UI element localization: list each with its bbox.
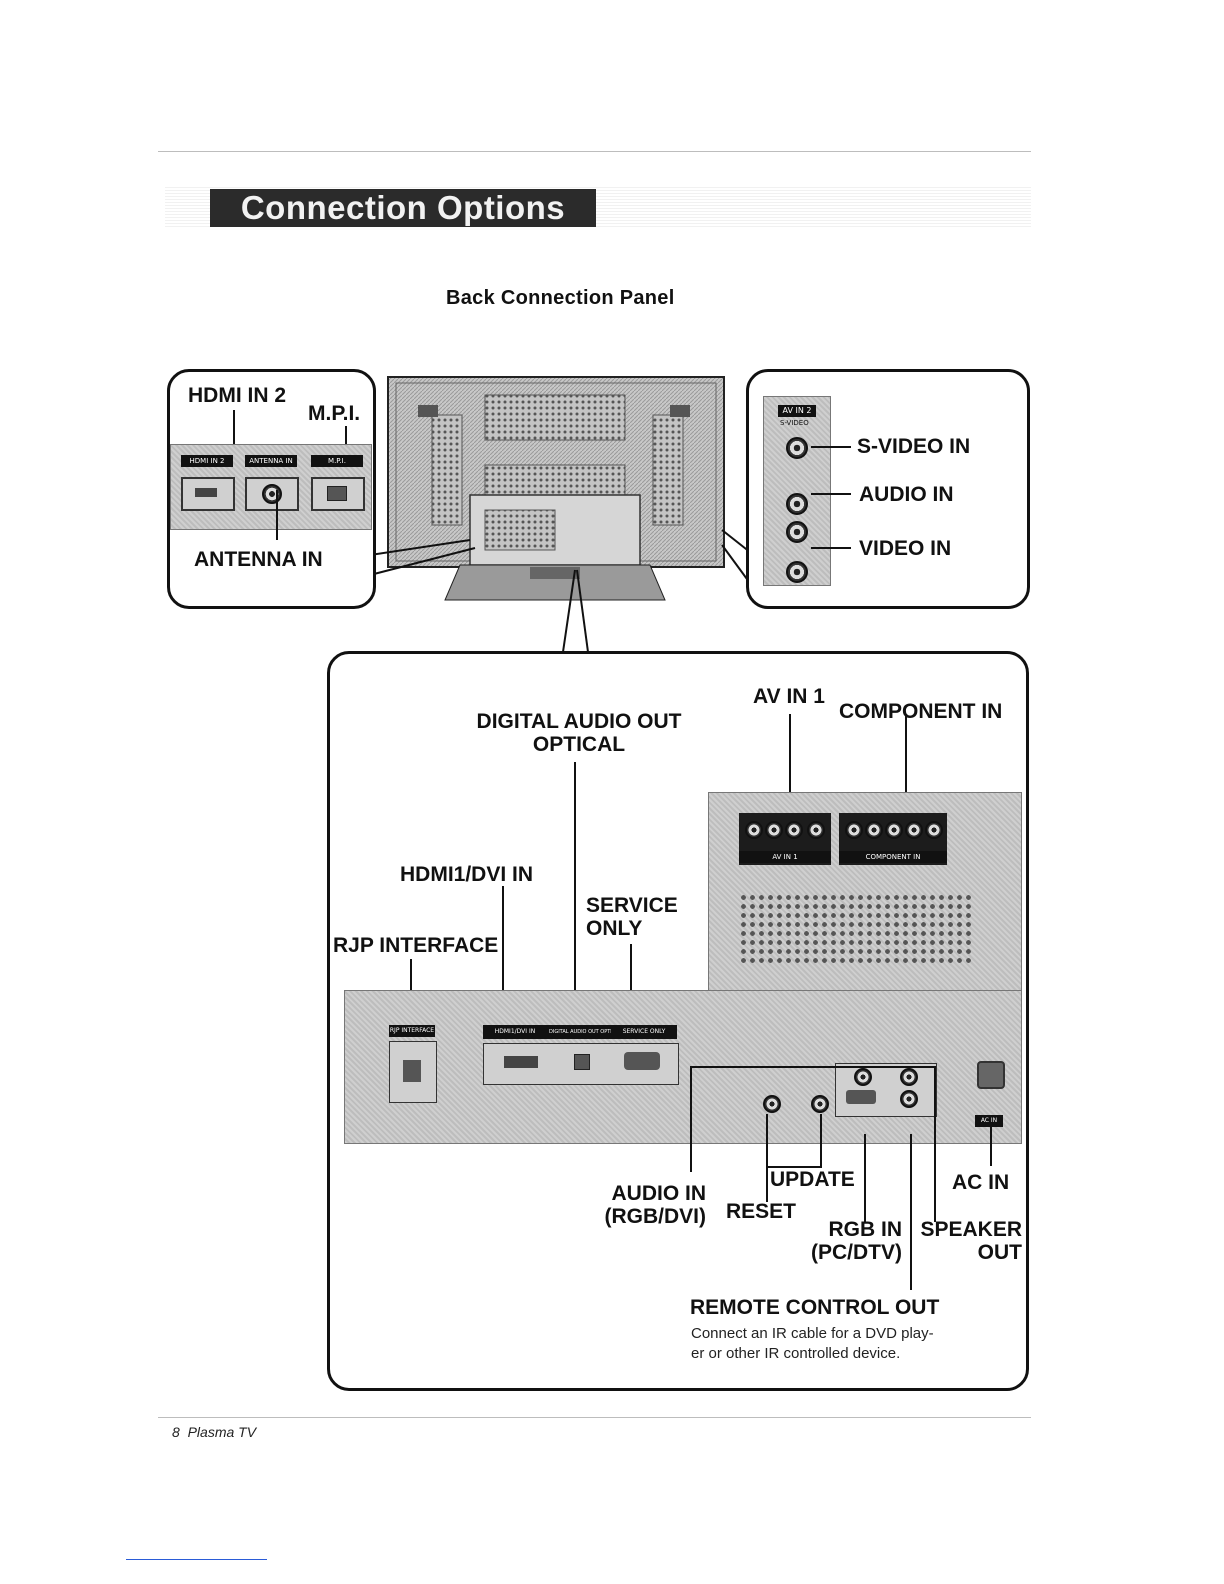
hdmi-optical-service-header: HDMI1/DVI IN DIGITAL AUDIO OUT OPTICAL S…: [483, 1025, 677, 1039]
mpi-label: M.P.I.: [308, 402, 361, 425]
remote-control-pointer: [910, 1134, 912, 1290]
svideo-pointer: [811, 446, 851, 448]
remote-control-note: Connect an IR cable for a DVD play- er o…: [691, 1324, 934, 1364]
update-horizontal: [766, 1166, 822, 1168]
update-pointer: [820, 1114, 822, 1166]
av-in-2-tag: AV IN 2: [778, 405, 816, 417]
av-in-1-pointer: [789, 714, 791, 811]
tv-back-illustration: [387, 376, 725, 601]
service-only-line2: ONLY: [586, 917, 643, 940]
rjp-port: [389, 1041, 437, 1103]
rgb-audio-speaker-block: [835, 1063, 937, 1117]
rgb-in-line2: (PC/DTV): [811, 1241, 902, 1264]
service-only-line1: SERVICE: [586, 894, 678, 917]
audio-in-rgb-line2: (RGB/DVI): [604, 1205, 707, 1228]
svideo-jack: [786, 437, 808, 459]
lower-jack-panel: RJP INTERFACE HDMI1/DVI IN DIGITAL AUDIO…: [344, 990, 1022, 1144]
reset-label: RESET: [726, 1200, 797, 1223]
link-underline: [126, 1559, 267, 1560]
audio-in-rgb-line1: AUDIO IN: [611, 1182, 707, 1205]
component-in-pointer: [905, 714, 907, 811]
hdmi-in-2-pointer: [233, 410, 235, 452]
hdmi1-dvi-pointer: [502, 886, 504, 1036]
bottom-rule: [158, 1417, 1031, 1418]
page-number: 8: [172, 1424, 180, 1440]
audio-in-rgb-pointer: [690, 1066, 692, 1172]
component-in-label: COMPONENT IN: [839, 700, 1003, 723]
speaker-out-line1: SPEAKER: [920, 1218, 1022, 1241]
audio-in-rgb-bracket: [690, 1066, 934, 1068]
ac-in-socket: [977, 1061, 1005, 1089]
ac-in-label: AC IN: [952, 1171, 1010, 1194]
audio-l-jack: [786, 493, 808, 515]
reset-button: [763, 1095, 781, 1113]
page-footer: 8 Plasma TV: [172, 1424, 256, 1440]
rgb-in-label: RGB IN (PC/DTV): [790, 1218, 902, 1264]
left-callout: HDMI IN 2 M.P.I. HDMI IN 2 ANTENNA IN M.…: [167, 369, 376, 609]
digital-audio-out-label: DIGITAL AUDIO OUT OPTICAL: [463, 710, 695, 756]
antenna-in-label: ANTENNA IN: [194, 548, 323, 571]
mpi-jack-label: M.P.I.: [311, 455, 363, 467]
remote-note-line2: er or other IR controlled device.: [691, 1345, 901, 1362]
footer-title: Plasma TV: [187, 1424, 257, 1440]
upper-jack-panel: AV IN 1 COMPONENT IN: [708, 792, 1022, 994]
speaker-out-pointer: [934, 1066, 936, 1222]
hdmi-optical-service-ports: [483, 1043, 679, 1085]
audio-in-label: AUDIO IN: [859, 483, 954, 506]
rjp-interface-label: RJP INTERFACE: [333, 934, 499, 957]
hdmi-in-2-port: [181, 477, 235, 511]
ac-in-pointer: [990, 1122, 992, 1166]
antenna-in-pointer: [276, 490, 278, 540]
rjp-jack-label: RJP INTERFACE: [389, 1025, 435, 1037]
rgb-in-pointer: [864, 1134, 866, 1222]
vent-grille: [739, 893, 975, 965]
speaker-out-line2: OUT: [977, 1241, 1022, 1264]
rgb-in-line1: RGB IN: [828, 1218, 903, 1241]
remote-control-out-label: REMOTE CONTROL OUT: [690, 1296, 940, 1319]
av-in-1-block: AV IN 1: [739, 813, 831, 865]
antenna-in-port: [245, 477, 299, 511]
video-in-label: VIDEO IN: [859, 537, 952, 560]
service-only-label: SERVICE ONLY: [586, 894, 678, 940]
ac-in-jack-label: AC IN: [975, 1115, 1003, 1127]
right-callout: AV IN 2 S-VIDEO S-VIDEO IN AUDIO IN VIDE…: [746, 369, 1030, 609]
audio-r-jack: [786, 521, 808, 543]
digital-audio-out-line1: DIGITAL AUDIO OUT: [476, 710, 682, 733]
main-callout: AV IN 1 COMPONENT IN DIGITAL AUDIO OUT O…: [327, 651, 1029, 1391]
side-jack-panel: HDMI IN 2 ANTENNA IN M.P.I.: [170, 444, 372, 530]
hdmi-in-2-jack-label: HDMI IN 2: [181, 455, 233, 467]
component-in-jack-label: COMPONENT IN: [839, 851, 947, 863]
optical-jack-label: DIGITAL AUDIO OUT OPTICAL: [549, 1026, 611, 1038]
section-title: Connection Options: [210, 189, 596, 227]
hdmi1-dvi-in-label: HDMI1/DVI IN: [400, 863, 534, 886]
video-pointer: [811, 547, 851, 549]
antenna-in-jack-label: ANTENNA IN: [245, 455, 297, 467]
audio-pointer: [811, 493, 851, 495]
hdmi-in-2-label: HDMI IN 2: [188, 384, 287, 407]
hdmi1-dvi-jack-label: HDMI1/DVI IN: [483, 1026, 547, 1038]
reset-pointer: [766, 1114, 768, 1202]
top-rule: [158, 151, 1031, 152]
digital-audio-out-line2: OPTICAL: [532, 733, 626, 756]
remote-note-line1: Connect an IR cable for a DVD play-: [691, 1325, 934, 1342]
component-in-block: COMPONENT IN: [839, 813, 947, 865]
audio-in-rgb-label: AUDIO IN (RGB/DVI): [588, 1182, 707, 1228]
av-in-1-jack-label: AV IN 1: [739, 851, 831, 863]
update-label: UPDATE: [770, 1168, 855, 1191]
svideo-in-label: S-VIDEO IN: [857, 435, 971, 458]
av-in-2-panel: AV IN 2 S-VIDEO: [763, 396, 831, 586]
panel-title: Back Connection Panel: [446, 287, 675, 309]
mpi-port: [311, 477, 365, 511]
mpi-pointer: [345, 426, 347, 452]
speaker-out-label: SPEAKER OUT: [914, 1218, 1022, 1264]
service-jack-label: SERVICE ONLY: [613, 1026, 675, 1038]
optical-pointer: [574, 762, 576, 1037]
av-in-2-svideo-tag: S-VIDEO: [780, 419, 809, 427]
video-jack: [786, 561, 808, 583]
av-in-1-label: AV IN 1: [753, 685, 825, 708]
update-button: [811, 1095, 829, 1113]
